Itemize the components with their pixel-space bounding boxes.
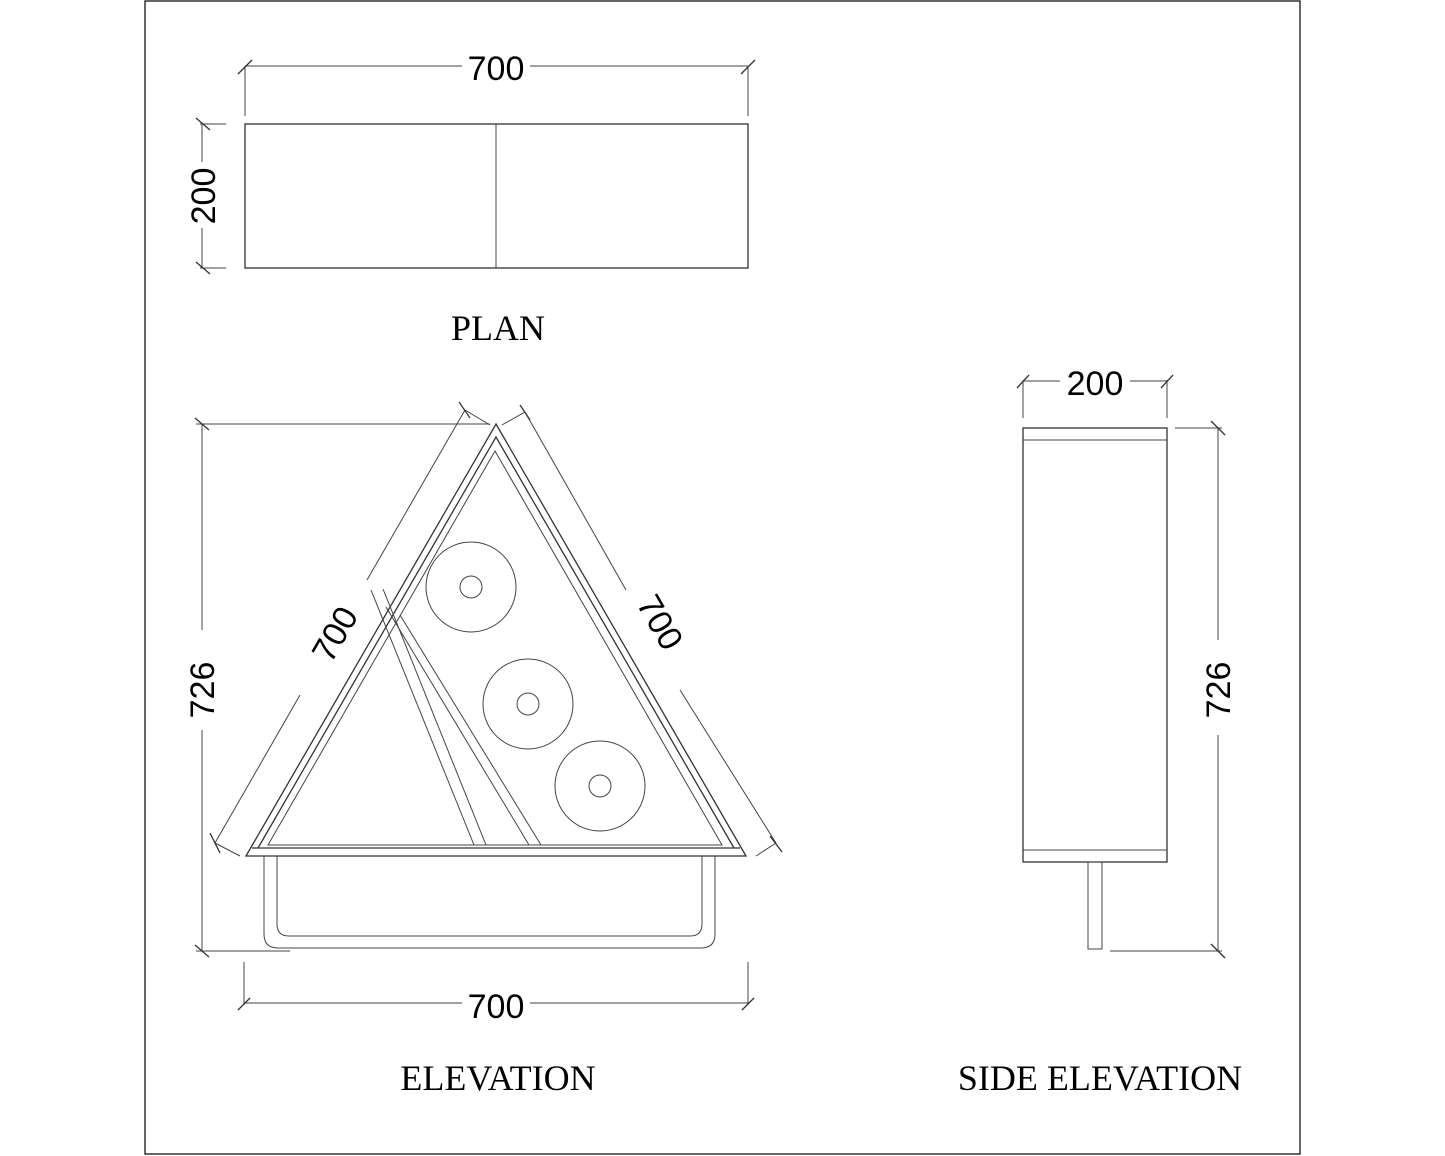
elevation-right-slope-value: 700: [629, 588, 690, 656]
side-width-dimension: 200: [1016, 365, 1174, 418]
side-elevation-title: SIDE ELEVATION: [958, 1058, 1242, 1098]
triangle-inner-cavity: [267, 449, 723, 846]
side-towel-rail: [1087, 861, 1103, 950]
elevation-width-value: 700: [468, 988, 525, 1026]
elevation-view: 726 700 700: [184, 401, 783, 1098]
elevation-right-slope-dimension: 700: [501, 404, 783, 857]
towel-rail-outer: [263, 856, 716, 949]
side-height-value: 726: [1200, 662, 1238, 719]
elevation-title: ELEVATION: [400, 1058, 595, 1098]
divider-left-side: [385, 606, 530, 846]
roll-2: [482, 658, 574, 750]
side-body-outline: [1022, 427, 1168, 863]
divider-right-edge: [399, 614, 542, 846]
plan-title: PLAN: [451, 308, 545, 348]
plan-view: 700 200 PLAN: [185, 50, 756, 348]
side-elevation-view: 200 726 SIDE ELEVATION: [958, 365, 1242, 1098]
roll-1: [425, 541, 517, 633]
side-height-dimension: 726: [1110, 420, 1238, 959]
elevation-height-dimension: 726: [184, 417, 490, 958]
plan-width-dimension: 700: [237, 50, 756, 116]
towel-rail-inner: [276, 856, 703, 937]
triangle-outer: [244, 422, 748, 857]
elevation-height-value: 726: [184, 662, 222, 719]
drawing-frame: [144, 0, 1301, 1155]
elevation-left-slope-dimension: 700: [209, 401, 491, 857]
elevation-width-dimension: 700: [237, 962, 755, 1026]
side-width-value: 200: [1067, 365, 1124, 403]
triangle-inner-frame: [257, 435, 735, 849]
plan-width-value: 700: [468, 50, 525, 88]
divider-left-edge: [370, 589, 475, 846]
plan-depth-value: 200: [185, 168, 223, 225]
roll-3: [554, 740, 646, 832]
elevation-left-slope-value: 700: [305, 600, 366, 668]
plan-depth-dimension: 200: [185, 117, 226, 275]
